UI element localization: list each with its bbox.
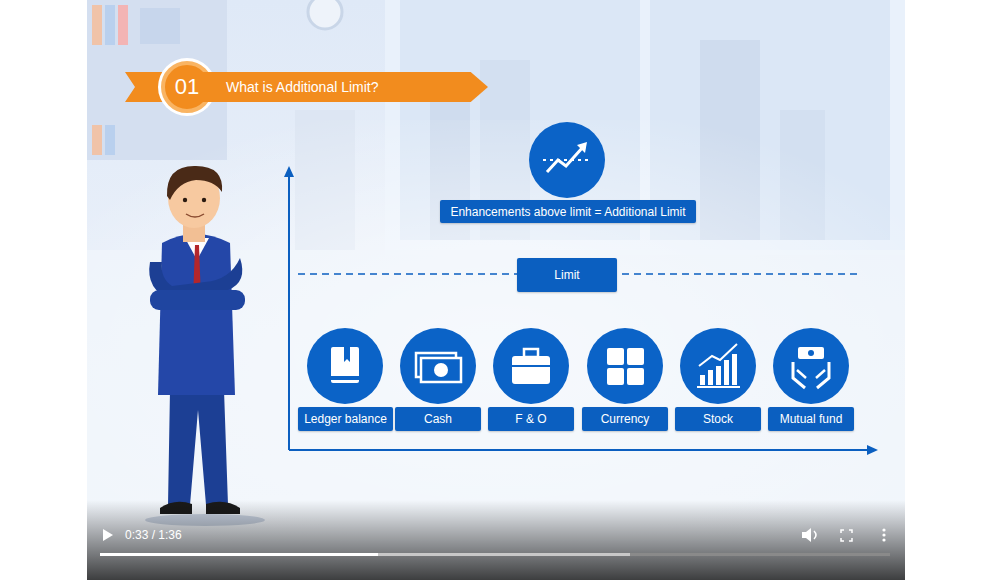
node-label: Cash <box>424 412 452 426</box>
node-label: F & O <box>515 412 546 426</box>
node-label: Stock <box>703 412 733 426</box>
node-label: Enhancements above limit = Additional Li… <box>450 205 685 219</box>
node-label: Ledger balance <box>304 412 387 426</box>
callout-number: 01 <box>175 74 199 100</box>
category-box: Ledger balance <box>298 407 393 431</box>
node-label: Currency <box>601 412 650 426</box>
limit-box: Limit <box>517 258 617 292</box>
category-box: F & O <box>488 407 574 431</box>
category-box: Currency <box>582 407 668 431</box>
node-label: Limit <box>554 268 579 282</box>
node-label: Mutual fund <box>780 412 843 426</box>
title-banner: What is Additional Limit? <box>200 72 488 102</box>
category-box: Stock <box>675 407 761 431</box>
node-label: What is Additional Limit? <box>226 79 379 95</box>
ribbon-fill <box>200 72 488 102</box>
video-time: 0:33 / 1:36 <box>125 528 182 542</box>
category-box: Mutual fund <box>768 407 854 431</box>
category-box: Cash <box>395 407 481 431</box>
additional-limit-box: Enhancements above limit = Additional Li… <box>440 200 696 223</box>
